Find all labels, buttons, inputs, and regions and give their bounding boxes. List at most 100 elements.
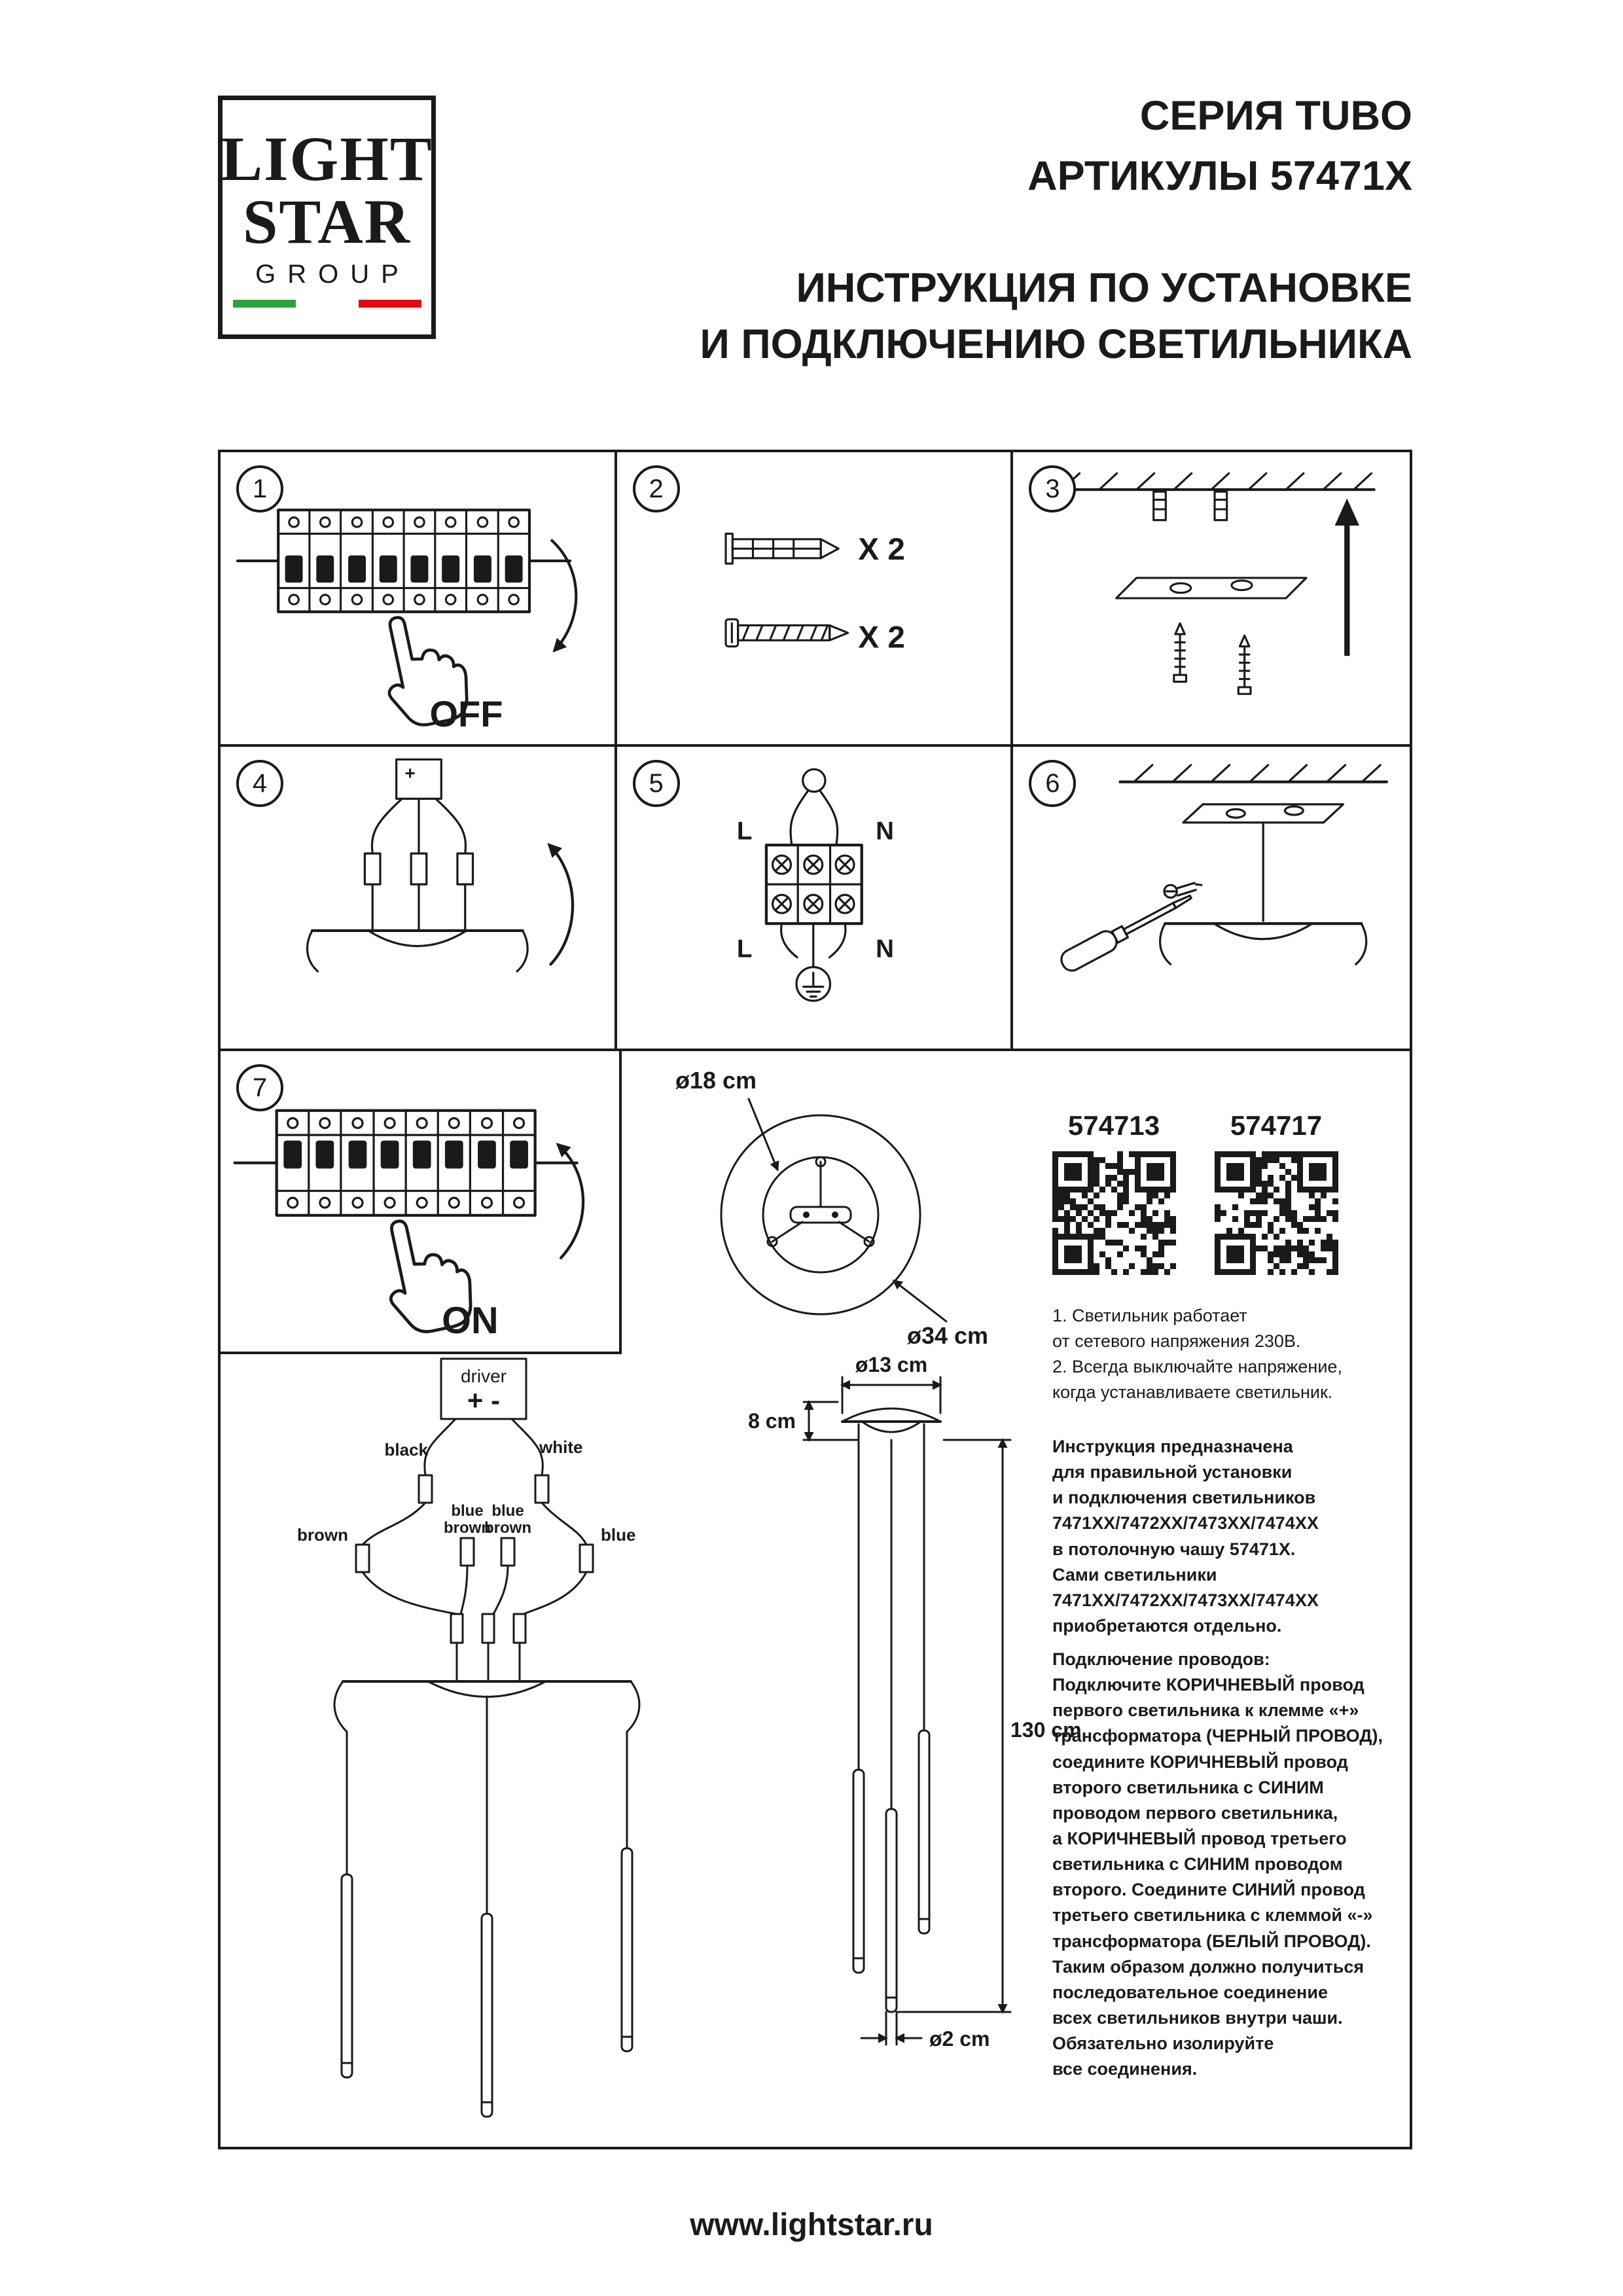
lightstar-logo: LIGHT STAR GROUP	[218, 96, 436, 339]
up-arrow-icon	[1334, 498, 1360, 656]
wiring-note: Подключение проводов: Подключите КОРИЧНЕ…	[1052, 1649, 1383, 2079]
breaker-on-diagram: ON	[233, 1109, 585, 1342]
bracket-mounting-diagram	[1060, 764, 1389, 972]
logo-line2: STAR	[243, 186, 411, 257]
wire-connection-diagram: +	[306, 758, 575, 973]
screw-icon	[724, 618, 849, 648]
blue-wire-label: blue	[601, 1525, 635, 1545]
qr-label-574713: 574713	[1067, 1110, 1160, 1141]
qr-code-574717	[1215, 1151, 1338, 1275]
step-1-number: 1	[236, 465, 283, 512]
step-2-panel: 2 X 2 X 2	[616, 452, 1014, 747]
wire-connector-icon	[500, 1537, 516, 1567]
step-2-number: 2	[632, 465, 680, 512]
wire-connector-icon	[579, 1543, 594, 1573]
step-grid: 1 OFF	[221, 452, 1410, 1051]
loose-screw-icon	[1163, 882, 1203, 899]
line-label-top: L	[737, 817, 753, 846]
pendant-tubes-icon	[852, 1423, 931, 2013]
terminal-block-diagram: L N L N	[737, 768, 894, 1002]
driver-wiring-diagram: driver + - black white brown blue blue b…	[297, 1357, 641, 2118]
mounting-bracket-icon	[1182, 803, 1345, 824]
screw-up-icon	[1173, 622, 1252, 695]
lift-arrow-icon	[547, 843, 575, 966]
wire-connector-icon	[459, 1537, 475, 1567]
purpose-note: Инструкция предназначена для правильной …	[1052, 1437, 1319, 1636]
white-wire-label: white	[539, 1437, 582, 1457]
driver-box-icon	[440, 1357, 527, 1420]
step-5-number: 5	[632, 760, 680, 807]
step-4-panel: 4 +	[221, 747, 617, 1051]
instruction-title-line1: ИНСТРУКЦИЯ ПО УСТАНОВКЕ	[796, 265, 1413, 312]
dowel-qty-label: X 2	[858, 532, 905, 567]
pendant-length-label: 130 cm	[1010, 1718, 1082, 1742]
driver-label: driver	[461, 1366, 507, 1386]
flip-up-arrow-icon	[556, 1143, 585, 1260]
hardware-diagram: X 2 X 2	[724, 532, 905, 655]
breaker-toggles-up	[283, 1140, 528, 1169]
anchor-icon	[1152, 490, 1228, 522]
canopy-icon	[1159, 922, 1368, 965]
step-3-number: 3	[1029, 465, 1077, 512]
off-label: OFF	[430, 693, 503, 734]
wire-connector-icon	[418, 1474, 433, 1504]
qr-label-574717: 574717	[1230, 1110, 1323, 1141]
inner-diameter-leader	[747, 1098, 779, 1172]
step-7-panel: 7 ON	[221, 1051, 622, 1354]
pendant-tubes-icon	[340, 1695, 633, 2118]
plus-mark: +	[405, 762, 416, 783]
breaker-off-diagram: OFF	[236, 509, 578, 734]
articles-title: АРТИКУЛЫ 57471X	[1027, 152, 1412, 199]
pair1-brown-label: brown	[444, 1519, 491, 1537]
step-6-panel: 6	[1013, 747, 1410, 1051]
neutral-label-bottom: N	[876, 935, 894, 963]
wire-connector-icon	[534, 1474, 550, 1504]
line-label-bottom: L	[737, 935, 753, 963]
mounting-bracket-icon	[1115, 577, 1308, 600]
breaker-toggles-down	[285, 555, 523, 583]
tube-diameter-label: ø2 cm	[929, 2027, 990, 2051]
black-wire-label: black	[385, 1440, 429, 1460]
on-label: ON	[442, 1300, 498, 1342]
canopy-top-view-diagram: ø18 cm ø34 cm	[675, 1067, 988, 1349]
pair2-blue-label: blue	[491, 1502, 524, 1520]
dowel-icon	[724, 532, 840, 565]
wire-connector-icon	[355, 1543, 370, 1573]
step-1-panel: 1 OFF	[221, 452, 617, 747]
driver-polarity-label: + -	[467, 1385, 500, 1416]
instruction-title-line2: И ПОДКЛЮЧЕНИЮ СВЕТИЛЬНИКА	[700, 321, 1412, 367]
step-4-number: 4	[236, 760, 283, 807]
italy-flag-icon	[232, 299, 421, 308]
logo-line3: GROUP	[255, 259, 410, 289]
flag-green-bar	[232, 299, 296, 308]
brown-wire-label: brown	[297, 1525, 348, 1545]
screwdriver-icon	[1060, 894, 1193, 972]
flag-red-bar	[358, 299, 421, 308]
inner-diameter-label: ø18 cm	[675, 1067, 757, 1094]
flip-down-arrow-icon	[550, 539, 578, 653]
ground-icon	[795, 966, 831, 1002]
terminal-block-icon	[764, 843, 863, 925]
step-7-number: 7	[236, 1064, 283, 1111]
neutral-label-top: N	[876, 817, 894, 846]
power-note: 1. Светильник работает от сетевого напря…	[1052, 1306, 1342, 1403]
junction-box-icon	[395, 758, 442, 800]
instruction-sheet: 1 OFF	[218, 450, 1412, 2149]
header-titles: СЕРИЯ TUBO АРТИКУЛЫ 57471X ИНСТРУКЦИЯ ПО…	[700, 92, 1412, 369]
canopy-icon	[841, 1407, 942, 1433]
pair2-brown-label: brown	[484, 1519, 531, 1537]
step-6-number: 6	[1029, 760, 1077, 807]
step-5-panel: 5 L N L N	[616, 747, 1014, 1051]
flag-white-bar	[295, 299, 359, 308]
canopy-icon	[306, 929, 529, 973]
canopy-width-label: ø13 cm	[855, 1353, 927, 1376]
step-3-panel: 3	[1013, 452, 1410, 747]
outer-diameter-label: ø34 cm	[907, 1322, 988, 1349]
series-title: СЕРИЯ TUBO	[1139, 93, 1412, 139]
qr-code-574713	[1052, 1151, 1176, 1275]
website-url: www.lightstar.ru	[690, 2208, 933, 2242]
canopy-height-label: 8 cm	[748, 1409, 796, 1433]
wire-connector-icon	[363, 852, 474, 932]
logo-line1: LIGHT	[221, 123, 433, 194]
pair1-blue-label: blue	[451, 1502, 483, 1520]
